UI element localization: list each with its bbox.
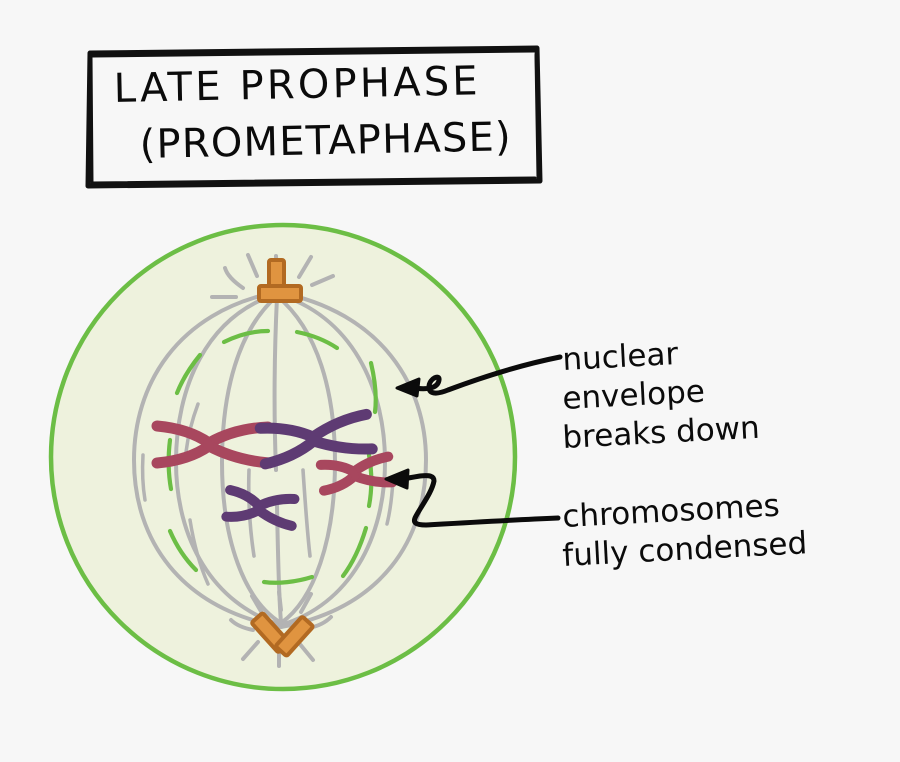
nuclear-envelope-fragment	[261, 574, 315, 585]
spindle-fiber-fragment-b	[301, 468, 312, 558]
centromere-constriction	[349, 467, 360, 481]
aster-fiber	[241, 640, 260, 661]
centriole-horizontal-top	[257, 284, 303, 303]
aster-fiber	[223, 266, 245, 290]
spindle-fiber-outer-right	[275, 290, 429, 629]
chromosome-purple-small	[221, 484, 300, 531]
nuclear-envelope-callout-line-3: breaks down	[562, 410, 761, 456]
aster-fiber	[310, 274, 335, 287]
centrosome-bottom	[229, 590, 333, 668]
chromosomes-callout-arrowhead	[384, 468, 410, 490]
title-line-2: (PROMETAPHASE)	[139, 114, 512, 168]
nuclear-envelope-fragment	[368, 360, 378, 415]
centrosome-top	[210, 253, 335, 303]
aster-microtubules-bottom	[229, 590, 333, 668]
chromosomes-callout-arrow-line	[400, 473, 561, 528]
aster-fiber	[229, 618, 255, 632]
aster-fiber	[297, 641, 315, 662]
nuclear-envelope-fragment	[221, 328, 271, 345]
aster-fiber	[297, 255, 313, 279]
centriole-diagonal-b-bottom	[274, 615, 315, 658]
centromere-constriction	[254, 501, 264, 515]
centromere-constriction	[306, 432, 319, 446]
nuclear-envelope-fragment	[174, 352, 203, 396]
aster-fiber	[250, 594, 264, 615]
nuclear-envelope-callout-line-1: nuclear	[562, 336, 680, 378]
chromosome-purple-large	[254, 408, 378, 470]
spindle-fiber-fragment-f	[188, 518, 210, 586]
title-box-border	[85, 45, 543, 189]
nuclear-envelope-fragment	[340, 525, 369, 579]
nuclear-envelope-callout-line-2: envelope	[562, 374, 706, 417]
nuclear-envelope-fragment	[167, 528, 199, 573]
centromere-constriction	[203, 438, 214, 451]
nuclear-envelope-fragment	[294, 329, 340, 351]
chromosome-red-small	[315, 451, 398, 496]
aster-fiber	[299, 592, 313, 614]
nuclear-envelope-callout-arrow-line	[411, 354, 563, 396]
aster-fiber	[246, 253, 259, 278]
spindle-fiber-fragment-d	[140, 453, 147, 502]
aster-fiber	[277, 590, 283, 612]
chromatid-arm	[307, 408, 372, 443]
title-box: LATE PROPHASE (PROMETAPHASE)	[85, 45, 543, 189]
title-box-border-inner-wobble	[89, 49, 540, 185]
title-line-1: LATE PROPHASE	[113, 58, 481, 112]
spindle-fiber-center	[272, 295, 279, 472]
spindle-fiber-outer-left	[131, 290, 283, 629]
nuclear-envelope-callout-arrowhead	[395, 377, 421, 398]
